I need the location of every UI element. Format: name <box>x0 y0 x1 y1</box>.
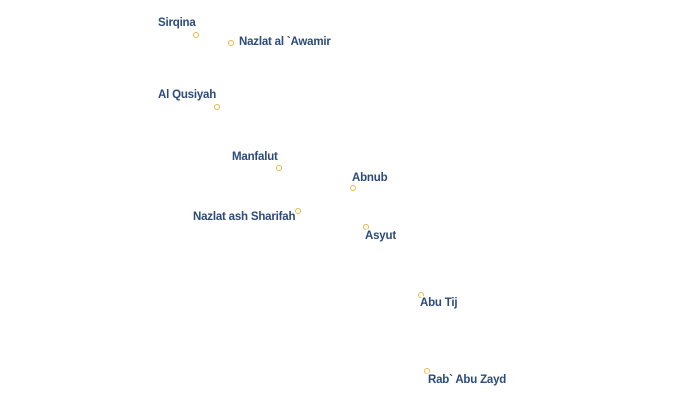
town-marker-icon <box>193 32 199 38</box>
town-marker-icon <box>363 224 369 230</box>
place-label: Abu Tij <box>420 297 458 309</box>
town-marker-icon <box>276 165 282 171</box>
place-label: Sirqina <box>158 17 196 29</box>
place-label: Rab` Abu Zayd <box>428 374 507 386</box>
place-label: Abnub <box>352 172 388 184</box>
town-marker-icon <box>214 104 220 110</box>
town-marker-icon <box>295 208 301 214</box>
place-label: Asyut <box>365 230 396 242</box>
place-label: Nazlat ash Sharifah <box>193 211 296 223</box>
town-marker-icon <box>350 185 356 191</box>
town-marker-icon <box>424 368 430 374</box>
place-label: Manfalut <box>232 151 278 163</box>
town-marker-icon <box>418 292 424 298</box>
place-label: Nazlat al `Awamir <box>239 36 331 48</box>
town-marker-icon <box>228 40 234 46</box>
place-label: Al Qusiyah <box>158 89 217 101</box>
